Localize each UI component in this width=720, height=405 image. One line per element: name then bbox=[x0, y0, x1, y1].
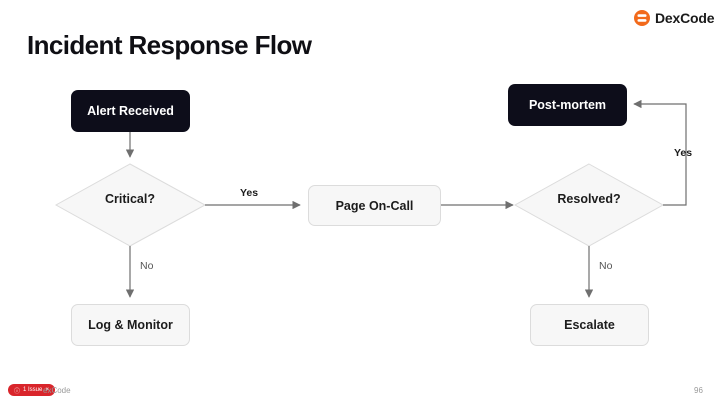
edge-label-critical-yes: Yes bbox=[240, 187, 259, 199]
edge-resolved-to-postmortem bbox=[633, 99, 687, 206]
node-post-mortem-label: Post-mortem bbox=[528, 98, 607, 112]
dexcode-logo-icon bbox=[634, 10, 650, 26]
footer-brand: exCode bbox=[43, 386, 71, 395]
node-log-monitor-label: Log & Monitor bbox=[88, 318, 173, 332]
edge-label-resolved-no: No bbox=[599, 260, 613, 272]
node-post-mortem: Post-mortem bbox=[508, 84, 627, 126]
node-alert-received-label: Alert Received bbox=[87, 104, 174, 118]
node-page-on-call-label: Page On-Call bbox=[335, 198, 414, 213]
page-title: Incident Response Flow bbox=[27, 30, 312, 60]
node-critical-label: Critical? bbox=[104, 192, 155, 206]
node-resolved-label: Resolved? bbox=[557, 192, 621, 206]
issue-badge[interactable]: ⓘ 1 Issue × bbox=[8, 384, 55, 396]
issue-badge-label: 1 Issue bbox=[23, 387, 43, 393]
issue-icon: ⓘ bbox=[14, 388, 21, 395]
node-log-monitor: Log & Monitor bbox=[71, 304, 190, 346]
close-icon[interactable]: × bbox=[45, 387, 49, 393]
brand-name: DexCode bbox=[655, 10, 715, 26]
node-alert-received: Alert Received bbox=[71, 90, 190, 132]
brand: DexCode bbox=[634, 9, 714, 27]
edge-label-critical-no: No bbox=[140, 260, 154, 272]
page-number: 96 bbox=[694, 386, 703, 395]
node-escalate-label: Escalate bbox=[564, 318, 615, 332]
node-page-on-call: Page On-Call bbox=[308, 185, 441, 226]
edge-label-resolved-yes: Yes bbox=[674, 147, 693, 159]
node-escalate: Escalate bbox=[530, 304, 649, 346]
